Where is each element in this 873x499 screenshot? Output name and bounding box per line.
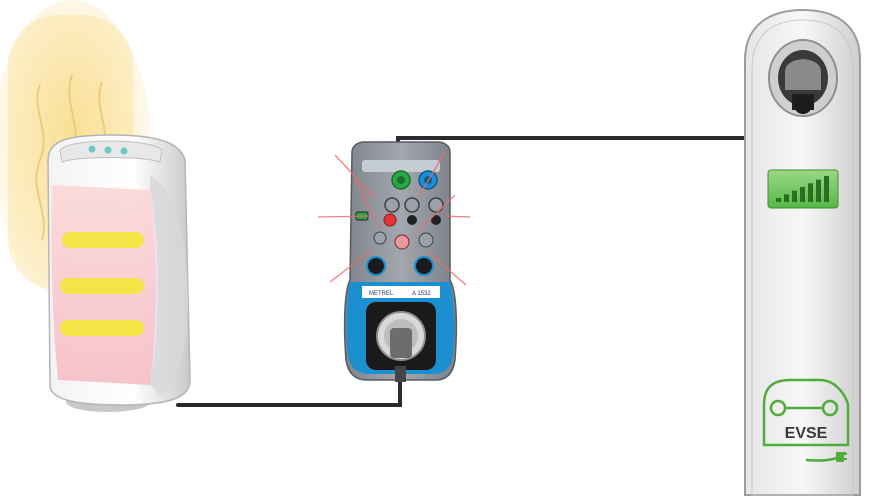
heater-control-knob [120,147,128,155]
cable-heater-to-adapter [176,378,402,407]
signal-bar [800,187,805,202]
heater-control-knob [88,145,96,153]
test-adapter: METREL A 1532 [317,141,471,382]
signal-bars-icon [776,176,829,202]
heater-control-knob [104,146,112,154]
terminal-jack [418,232,434,248]
terminal-jack [407,215,417,225]
terminal-jack [384,197,444,213]
signal-bar [808,183,813,202]
evse-station: EVSE [744,8,861,496]
adapter-brand-label: METREL [369,291,394,297]
signal-bar [816,179,821,202]
signal-bar [776,198,781,202]
red-port-icon [394,234,410,250]
terminal-jack [431,215,441,225]
signal-bar [824,176,829,202]
signal-bar [792,190,797,202]
fault-indicator-rays [317,151,471,286]
ev-plug-icon [836,452,847,462]
signal-bar [784,194,789,202]
adapter-model-label: A 1532 [412,291,431,297]
terminal-jack [373,231,387,245]
red-port-icon [383,213,397,227]
cable-adapter-to-evse [393,108,807,156]
selector-dial-icon [414,256,434,276]
charging-socket-icon [768,39,838,117]
selector-dial-icon [366,256,386,276]
heating-element [60,232,144,336]
evse-label: EVSE [785,425,828,442]
heater [0,0,191,412]
